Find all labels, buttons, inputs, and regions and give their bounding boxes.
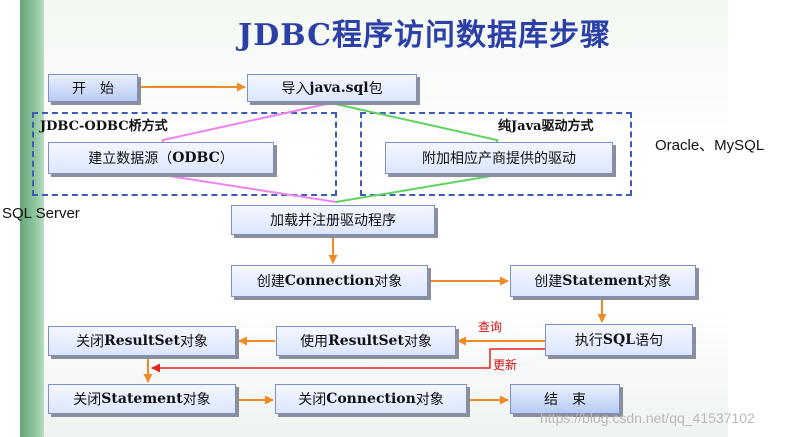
node-close-conn-strong: Connection [326,391,416,407]
node-close-rs-prefix: 关闭 [76,334,105,350]
odbc-group-border [32,112,337,196]
node-execute-suffix: 语句 [635,333,664,349]
node-create-statement: 创建 Statement 对象 [510,265,696,297]
odbc-path [162,102,332,142]
node-connection-strong: Connection [284,273,375,289]
node-odbc-prefix: 建立数据源（ [88,151,173,167]
node-vendor-label: 附加相应产商提供的驱动 [422,151,576,167]
odbc-db-label: SQL Server [2,205,80,222]
node-odbc-suffix: ） [219,151,234,167]
node-close-conn-suffix: 对象 [415,392,444,408]
node-use-rs-strong: ResultSet [328,333,404,349]
java-path-down [335,174,498,203]
node-use-rs-prefix: 使用 [300,334,329,350]
edge-label-query: 查询 [478,320,503,334]
node-load-driver: 加载并注册驱动程序 [231,205,435,235]
java-path [330,102,498,142]
odbc-path-down [162,174,337,203]
node-connection-prefix: 创建 [256,274,285,290]
node-odbc: 建立数据源（ODBC） [48,142,274,174]
node-connection-suffix: 对象 [374,274,403,290]
slide-left-stripe [20,0,44,437]
node-start: 开 始 [48,74,138,102]
node-close-stmt-strong: Statement [101,391,183,407]
node-statement-strong: Statement [562,273,644,289]
vendor-db-label: Oracle、MySQL [655,137,765,154]
node-close-stmt-prefix: 关闭 [73,392,102,408]
node-load-label: 加载并注册驱动程序 [270,213,396,229]
page-title: JDBC程序访问数据库步骤 [238,18,611,53]
odbc-group-label: JDBC-ODBC桥方式 [40,119,168,134]
node-execute-prefix: 执行 [574,333,603,349]
java-group-border [360,112,632,196]
node-close-rs-suffix: 对象 [179,334,208,350]
node-import-suffix: 包 [368,81,383,97]
node-statement-prefix: 创建 [534,274,563,290]
node-close-stmt-suffix: 对象 [182,392,211,408]
node-vendor-driver: 附加相应产商提供的驱动 [385,142,613,174]
node-statement-suffix: 对象 [643,274,672,290]
edge-label-update: 更新 [493,358,518,372]
node-end: 结 束 [510,384,620,414]
node-execute-strong: SQL [602,332,636,348]
node-import-prefix: 导入 [281,81,310,97]
node-start-label: 开 始 [72,81,114,97]
update-path [151,348,545,373]
node-odbc-strong: ODBC [172,150,220,166]
watermark: https://blog.csdn.net/qq_41537102 [540,410,755,426]
node-use-rs-suffix: 对象 [403,334,432,350]
node-import-strong: java.sql [309,80,369,96]
node-end-label: 结 束 [544,392,586,408]
node-close-rs-strong: ResultSet [104,333,180,349]
node-close-conn-prefix: 关闭 [298,392,327,408]
java-group-label: 纯Java驱动方式 [498,119,594,134]
